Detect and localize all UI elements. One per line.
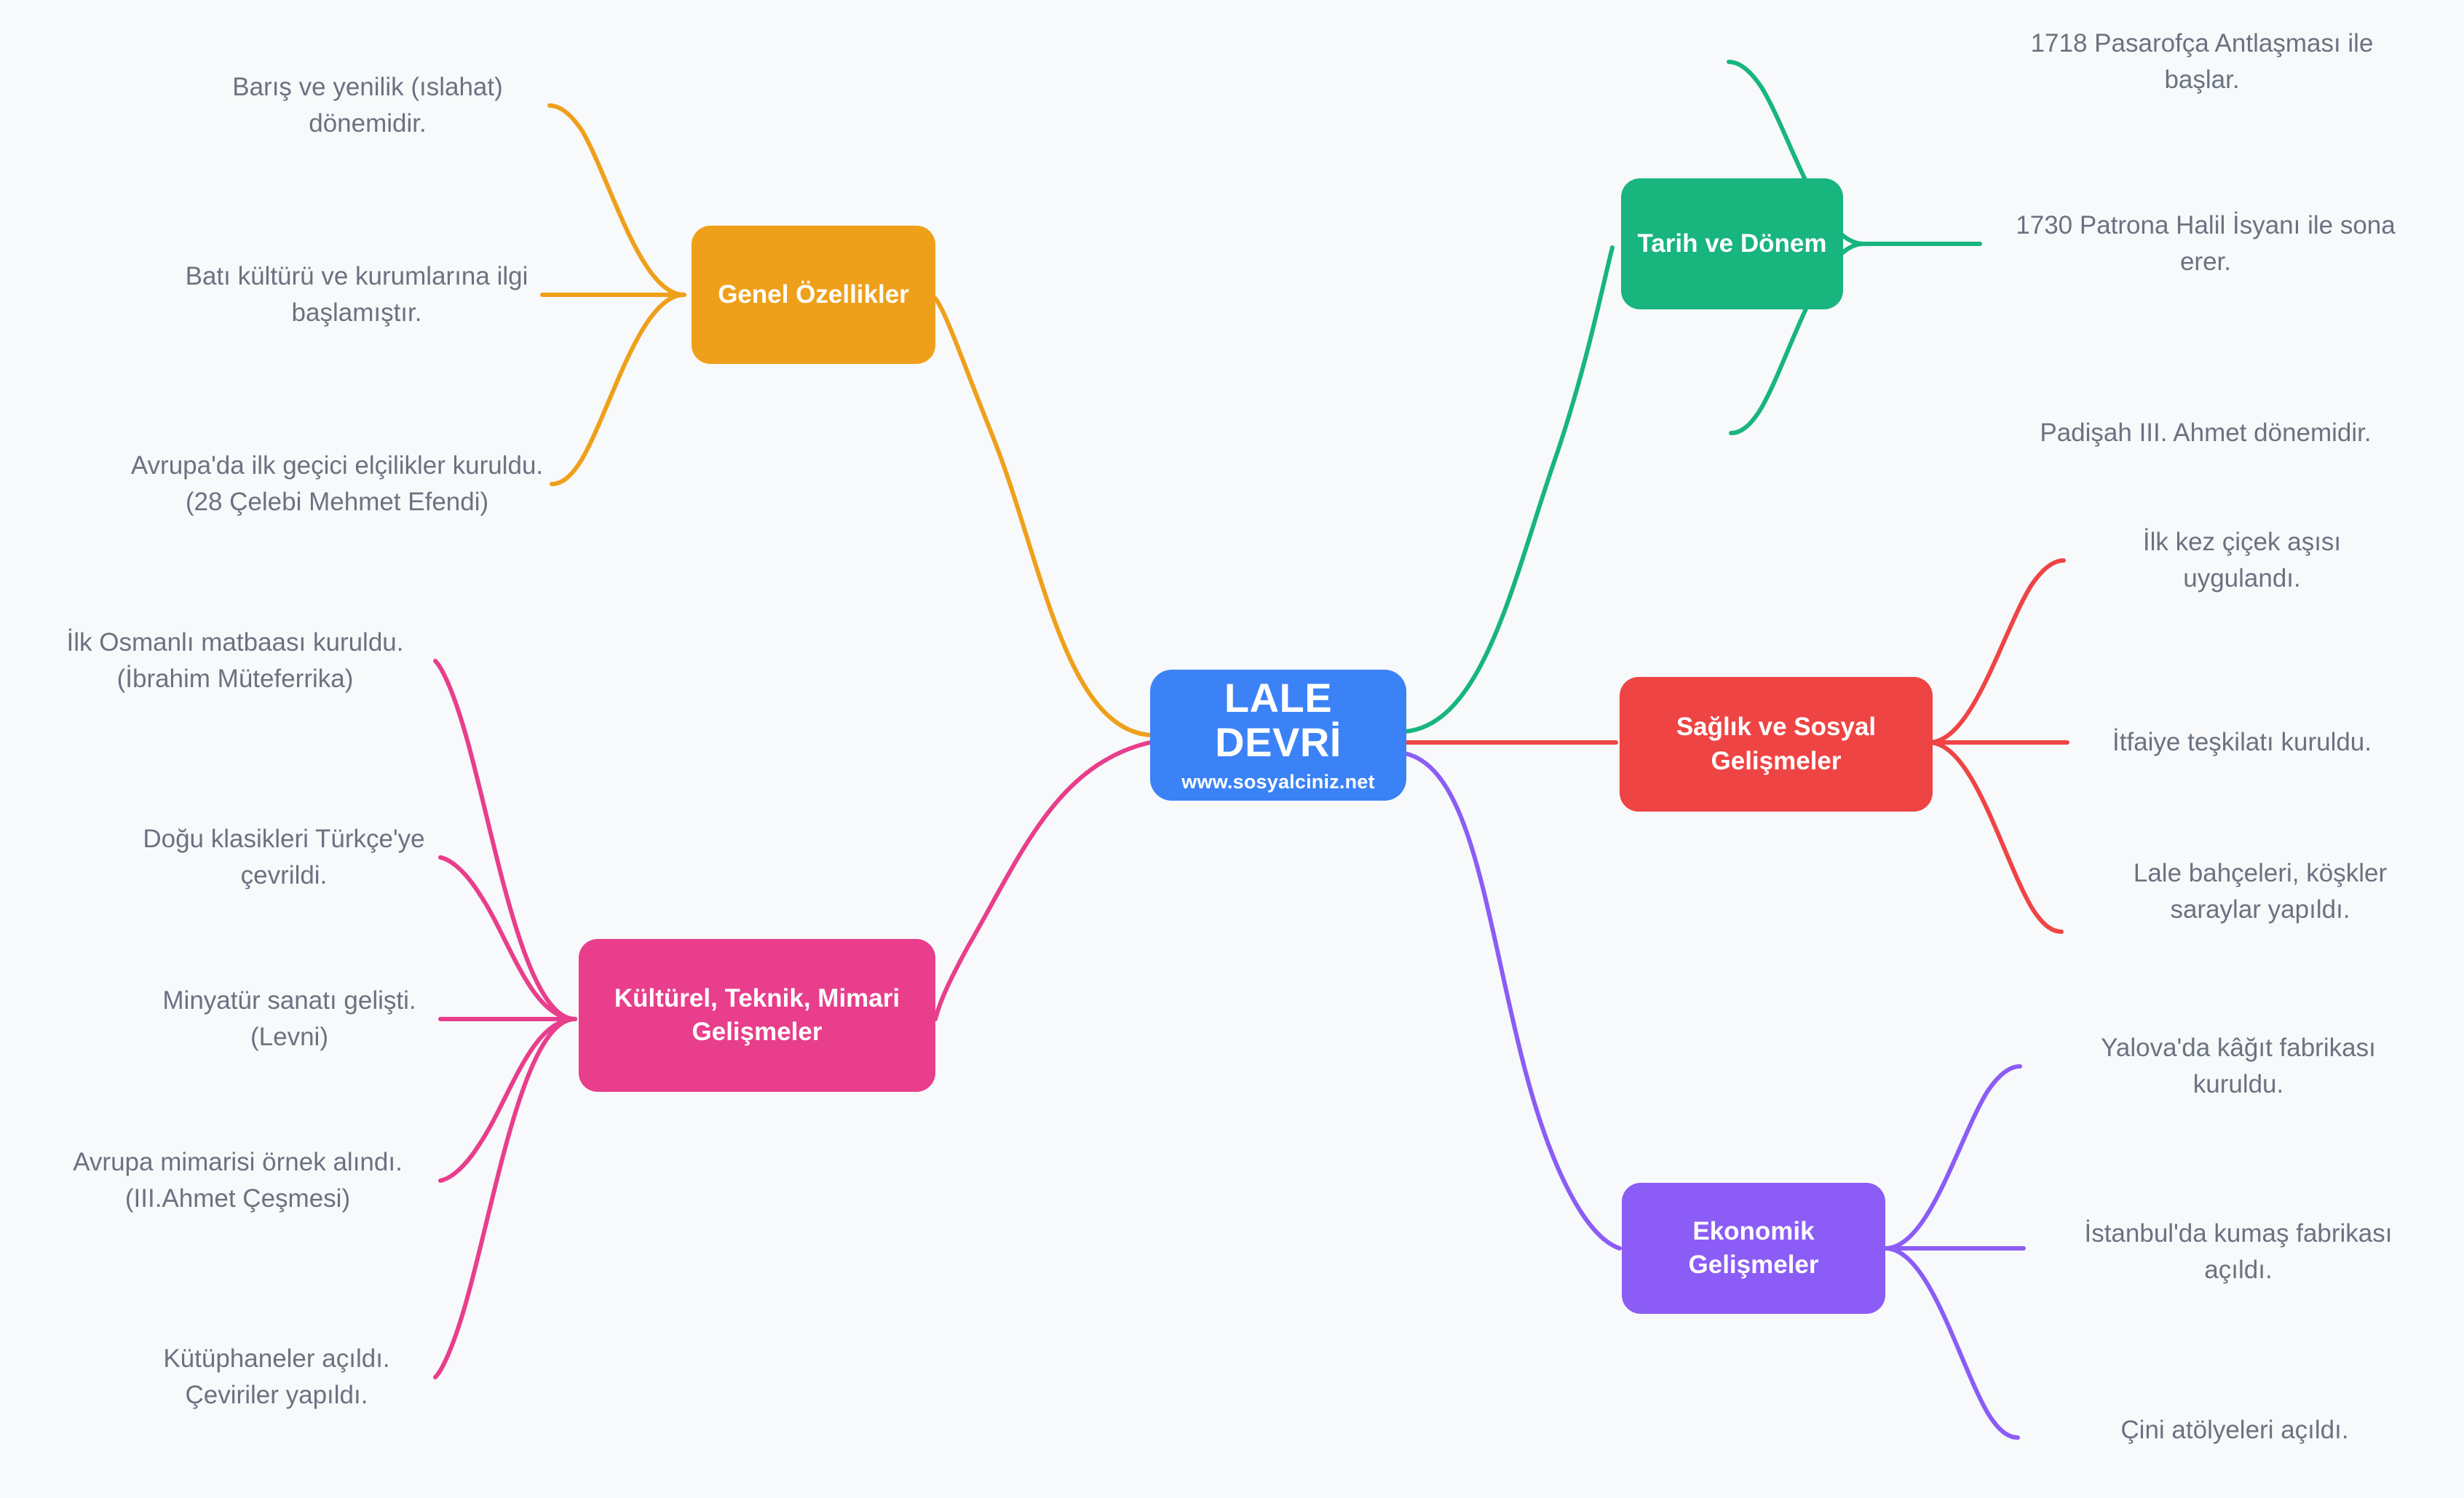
link-ekonomik-leaf-2 xyxy=(1883,1246,2020,1440)
leaf-saglik-0: İlk kez çiçek aşısı uygulandı. xyxy=(2096,517,2388,604)
leaf-text: 1718 Pasarofça Antlaşması ile başlar. xyxy=(2030,29,2374,94)
link-kulturel-leaf-4 xyxy=(433,1017,577,1379)
leaf-text: Çini atölyeleri açıldı. xyxy=(2120,1416,2349,1445)
root-node[interactable]: LALE DEVRİ www.sosyalciniz.net xyxy=(1150,670,1406,801)
leaf-kulturel-1: Doğu klasikleri Türkçe'ye çevrildi. xyxy=(127,814,440,901)
link-genel-ozellikler-leaf-2 xyxy=(550,293,686,486)
root-subtitle: www.sosyalciniz.net xyxy=(1181,770,1375,793)
branch-node-saglik-ve-sosyal[interactable]: Sağlık ve Sosyal Gelişmeler xyxy=(1620,677,1933,812)
leaf-saglik-1: İtfaiye teşkilatı kuruldu. xyxy=(2107,699,2377,786)
leaf-genel-ozellikler-2: Avrupa'da ilk geçici elçilikler kuruldu.… xyxy=(122,440,552,528)
leaf-text: 1730 Patrona Halil İsyanı ile sona erer. xyxy=(2016,211,2396,276)
link-saglik-leaf-2 xyxy=(1927,740,2064,934)
leaf-saglik-2: Lale bahçeleri, köşkler saraylar yapıldı… xyxy=(2085,848,2435,935)
branch-label-ekonomik-gelismeler: Ekonomik Gelişmeler xyxy=(1688,1216,1819,1279)
leaf-kulturel-3: Avrupa mimarisi örnek alındı. (III.Ahmet… xyxy=(35,1137,440,1224)
leaf-kulturel-2: Minyatür sanatı gelişti. (Levni) xyxy=(138,975,440,1063)
link-root-genel-ozellikler xyxy=(933,296,1152,737)
leaf-ekonomik-1: İstanbul'da kumaş fabrikası açıldı. xyxy=(2082,1208,2395,1296)
branch-label-tarih-ve-donem: Tarih ve Dönem xyxy=(1637,229,1827,258)
leaf-text: Minyatür sanatı gelişti. (Levni) xyxy=(162,986,416,1051)
branch-label-kulturel-teknik-mimari: Kültürel, Teknik, Mimari Gelişmeler xyxy=(614,983,900,1046)
branch-node-ekonomik-gelismeler[interactable]: Ekonomik Gelişmeler xyxy=(1622,1183,1885,1314)
leaf-kulturel-0: İlk Osmanlı matbaası kuruldu. (İbrahim M… xyxy=(35,617,435,705)
branch-node-genel-ozellikler[interactable]: Genel Özellikler xyxy=(692,226,935,364)
link-root-kulturel xyxy=(933,740,1152,1021)
link-genel-ozellikler-leaf-0 xyxy=(547,103,686,297)
root-title: LALE DEVRİ xyxy=(1215,674,1342,766)
link-kulturel-leaf-1 xyxy=(438,855,577,1021)
leaf-tarih-0: 1718 Pasarofça Antlaşması ile başlar. xyxy=(1998,18,2406,106)
leaf-text: Kütüphaneler açıldı. Çeviriler yapıldı. xyxy=(163,1344,390,1409)
link-root-tarih xyxy=(1403,245,1615,734)
leaf-kulturel-4: Kütüphaneler açıldı. Çeviriler yapıldı. xyxy=(116,1333,437,1421)
leaf-tarih-1: 1730 Patrona Halil İsyanı ile sona erer. xyxy=(2005,200,2406,288)
leaf-text: Avrupa'da ilk geçici elçilikler kuruldu.… xyxy=(130,451,544,516)
link-ekonomik-leaf-0 xyxy=(1883,1064,2022,1251)
branch-node-kulturel-teknik-mimari[interactable]: Kültürel, Teknik, Mimari Gelişmeler xyxy=(579,939,935,1092)
leaf-text: Padişah III. Ahmet dönemidir. xyxy=(2040,419,2372,448)
leaf-genel-ozellikler-0: Barış ve yenilik (ıslahat) dönemidir. xyxy=(193,62,542,149)
branch-node-tarih-ve-donem[interactable]: Tarih ve Dönem xyxy=(1621,178,1843,309)
link-root-ekonomik xyxy=(1403,751,1622,1251)
leaf-ekonomik-2: Çini atölyeleri açıldı. xyxy=(2089,1387,2380,1474)
leaf-text: Avrupa mimarisi örnek alındı. (III.Ahmet… xyxy=(73,1148,403,1213)
leaf-text: Batı kültürü ve kurumlarına ilgi başlamı… xyxy=(185,262,528,327)
link-saglik-leaf-0 xyxy=(1927,558,2066,745)
leaf-text: Barış ve yenilik (ıslahat) dönemidir. xyxy=(232,73,503,138)
leaf-genel-ozellikler-1: Batı kültürü ve kurumlarına ilgi başlamı… xyxy=(171,251,542,338)
branch-label-saglik-ve-sosyal: Sağlık ve Sosyal Gelişmeler xyxy=(1676,713,1877,775)
leaf-text: İtfaiye teşkilatı kuruldu. xyxy=(2112,728,2372,757)
leaf-text: Yalova'da kâğıt fabrikası kuruldu. xyxy=(2101,1034,2376,1098)
leaf-text: İlk Osmanlı matbaası kuruldu. (İbrahim M… xyxy=(66,628,404,693)
leaf-tarih-2: Padişah III. Ahmet dönemidir. xyxy=(2035,389,2377,477)
link-kulturel-leaf-3 xyxy=(438,1017,577,1183)
leaf-text: Doğu klasikleri Türkçe'ye çevrildi. xyxy=(143,825,425,889)
leaf-text: İstanbul'da kumaş fabrikası açıldı. xyxy=(2084,1219,2393,1284)
leaf-ekonomik-0: Yalova'da kâğıt fabrikası kuruldu. xyxy=(2082,1023,2395,1110)
leaf-text: Lale bahçeleri, köşkler saraylar yapıldı… xyxy=(2133,859,2388,924)
leaf-text: İlk kez çiçek aşısı uygulandı. xyxy=(2142,528,2342,593)
branch-label-genel-ozellikler: Genel Özellikler xyxy=(718,280,909,309)
link-kulturel-leaf-0 xyxy=(433,659,577,1021)
